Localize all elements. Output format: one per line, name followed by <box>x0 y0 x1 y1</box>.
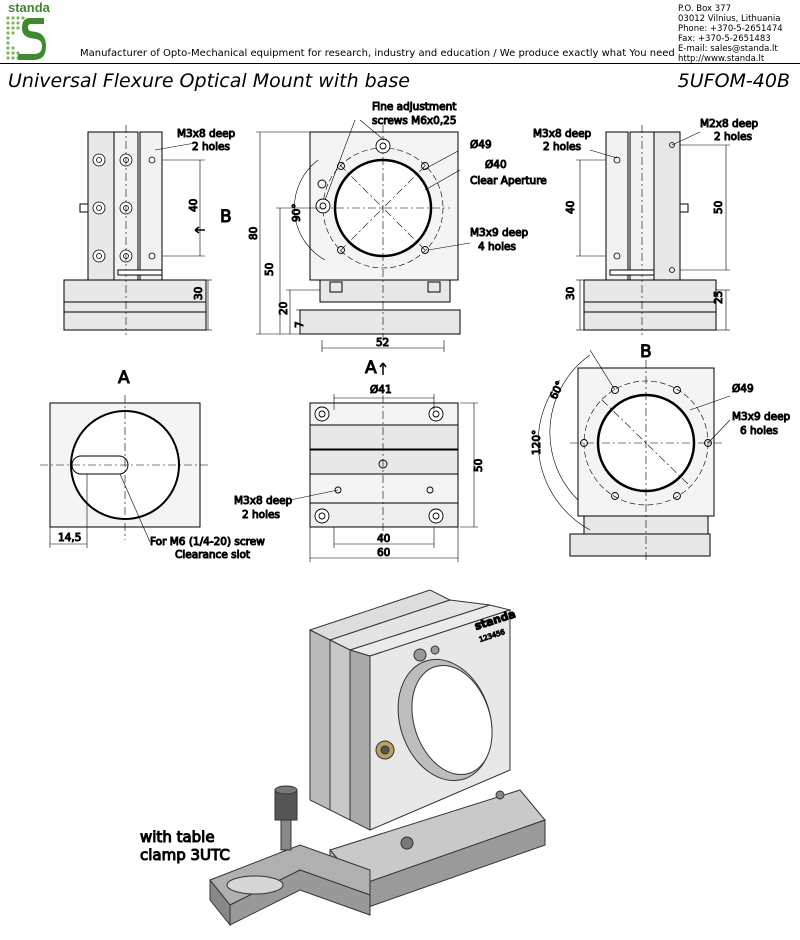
contact-line: Fax: +370-5-2651483 <box>678 34 771 44</box>
contact-line: E-mail: sales@standa.lt <box>678 44 778 54</box>
dim-dia41: Ø41 <box>370 384 392 396</box>
label-clamp-2: clamp 3UTC <box>140 846 230 864</box>
top-view: Ø41 M3x8 deep 2 holes 40 60 50 <box>234 384 486 562</box>
view-label-a: A <box>365 358 377 378</box>
page-title: Universal Flexure Optical Mount with bas… <box>8 70 410 92</box>
label-clamp-1: with table <box>140 828 215 846</box>
model-number: 5UFOM-40B <box>677 70 790 92</box>
view-label-b: B <box>220 207 232 227</box>
label-m2x8: M2x8 deep <box>700 118 759 130</box>
angle-90: 90° <box>291 203 303 222</box>
label-2holes: 2 holes <box>192 141 230 153</box>
label-m3x8-right: M3x8 deep <box>533 128 592 140</box>
label-m3x8-top: M3x8 deep <box>234 495 293 507</box>
dim-40: 40 <box>188 199 200 212</box>
contact-line: Phone: +370-5-2651474 <box>678 24 783 34</box>
label-slot-2: Clearance slot <box>175 549 250 561</box>
dim-30-right: 30 <box>565 287 577 300</box>
dim-50: 50 <box>264 263 276 276</box>
label-m3x9-b: M3x9 deep <box>732 411 791 423</box>
side-view-right: M3x8 deep 2 holes M2x8 deep 2 holes 40 5… <box>533 118 759 335</box>
label-dia49: Ø49 <box>470 139 492 151</box>
label-2holes-top: 2 holes <box>242 509 280 521</box>
dim-60-top: 60 <box>377 547 390 559</box>
dim-30: 30 <box>193 287 205 300</box>
dim-25-right: 25 <box>713 291 725 304</box>
dim-50-right: 50 <box>713 201 725 214</box>
label-2holes-right: 2 holes <box>543 141 581 153</box>
dim-80: 80 <box>248 227 260 240</box>
label-2holes-m2: 2 holes <box>714 131 752 143</box>
angle-120: 120° <box>531 430 543 455</box>
label-fine-adj: Fine adjustment <box>372 101 456 113</box>
dim-50-top: 50 <box>473 459 485 472</box>
view-a: A 14,5 For M6 (1/4-20) screw Clearance s… <box>40 368 266 562</box>
view-a-title: A <box>118 368 130 388</box>
tagline: Manufacturer of Opto-Mechanical equipmen… <box>80 48 675 59</box>
label-fine-adj-2: screws M6x0,25 <box>372 115 457 127</box>
dim-52: 52 <box>376 337 389 349</box>
logo-text: standa <box>8 0 50 15</box>
isometric-render <box>209 589 546 927</box>
label-m3x9: M3x9 deep <box>470 227 529 239</box>
label-dia40: Ø40 <box>485 159 507 171</box>
technical-drawing: M3x8 deep 2 holes 40 30 B <box>40 101 791 927</box>
label-m3x8: M3x8 deep <box>177 128 236 140</box>
view-b-title: B <box>640 342 652 362</box>
view-b: B 60° 120° Ø49 M3x9 deep 6 holes <box>531 342 791 560</box>
label-6holes: 6 holes <box>740 425 778 437</box>
dim-7: 7 <box>294 321 306 328</box>
dim-40-top: 40 <box>377 533 390 545</box>
side-view-left: M3x8 deep 2 holes 40 30 B <box>63 125 236 335</box>
front-view: Fine adjustment screws M6x0,25 Ø49 Ø40 C… <box>248 101 548 379</box>
standa-logo-icon <box>4 14 46 62</box>
label-4holes: 4 holes <box>478 241 516 253</box>
contact-block: P.O. Box 377 03012 Vilnius, Lithuania Ph… <box>678 4 788 64</box>
dim-14-5: 14,5 <box>58 532 81 544</box>
contact-line: http://www.standa.lt <box>678 54 765 64</box>
contact-line: P.O. Box 377 <box>678 4 731 14</box>
contact-line: 03012 Vilnius, Lithuania <box>678 14 781 24</box>
dim-20: 20 <box>278 302 290 315</box>
label-dia49-b: Ø49 <box>732 383 754 395</box>
label-clear-aperture: Clear Aperture <box>470 175 547 187</box>
label-slot-1: For M6 (1/4-20) screw <box>150 536 265 548</box>
dim-40-right: 40 <box>565 201 577 214</box>
header-divider <box>0 63 800 64</box>
